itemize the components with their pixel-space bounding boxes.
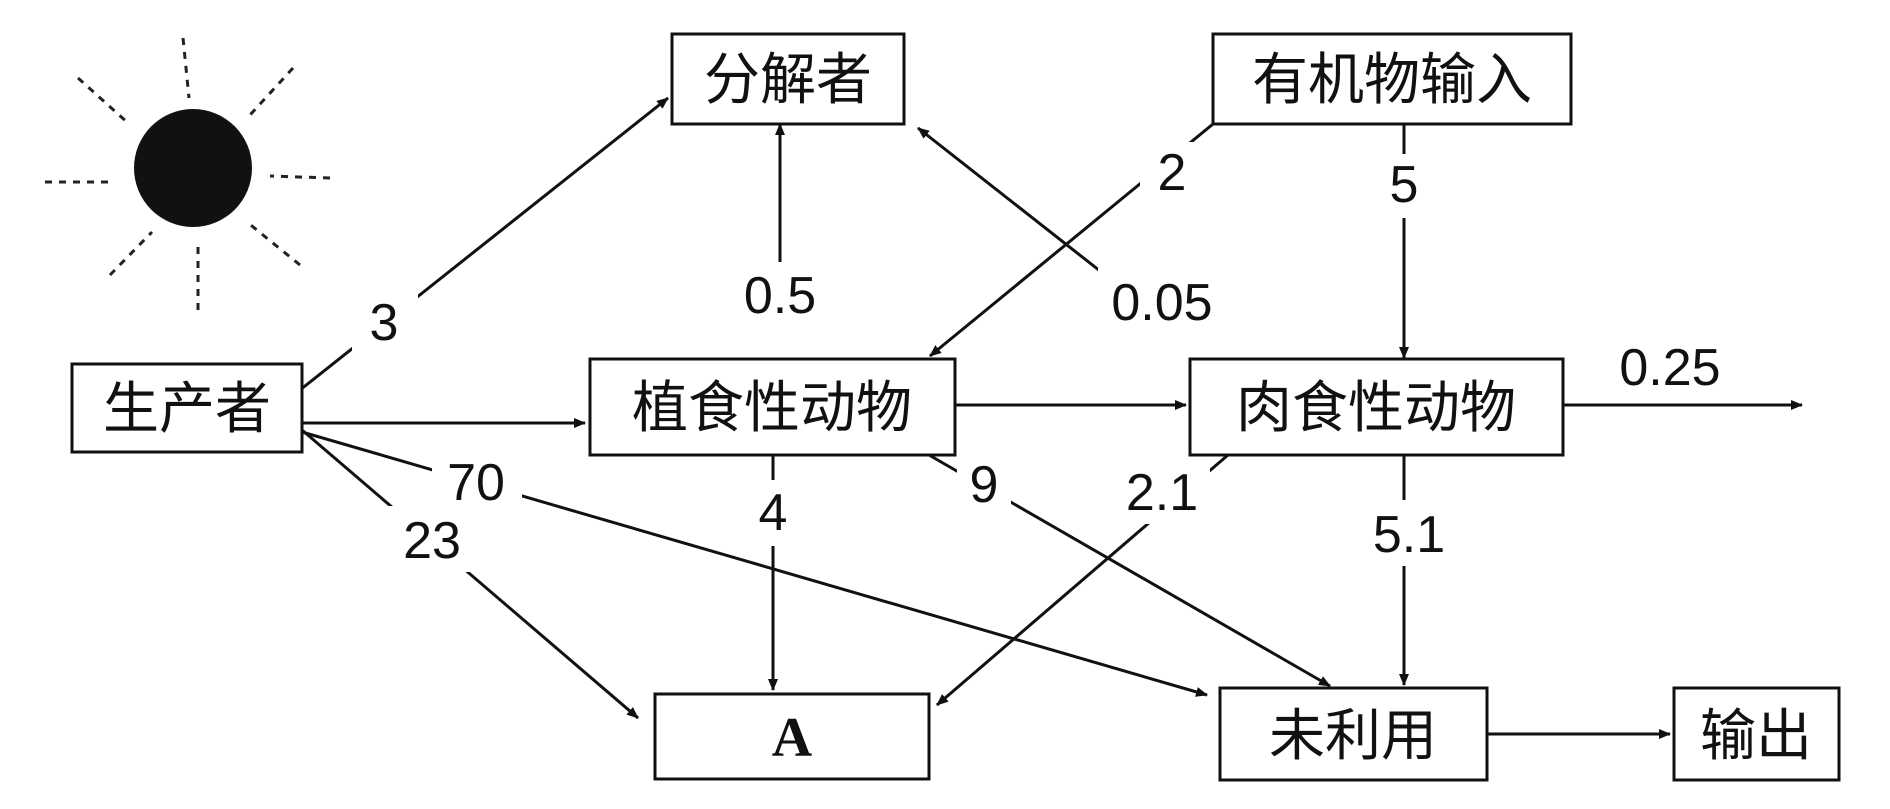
label-organic-to-carnivore: 5 [1390, 156, 1419, 214]
label-carnivore-to-a: 2.1 [1126, 464, 1198, 522]
node-output-label: 输出 [1700, 704, 1812, 769]
label-carnivore-out: 0.25 [1619, 339, 1720, 397]
node-organic-input-label: 有机物输入 [1252, 48, 1532, 113]
node-carnivore-label: 肉食性动物 [1236, 376, 1516, 441]
edge-carnivore-to-decomposer [917, 126, 1110, 280]
node-producer: 生产者 [70, 362, 304, 454]
label-carnivore-to-decomposer: 0.05 [1111, 274, 1212, 332]
node-output: 输出 [1672, 686, 1841, 782]
label-carnivore-to-unused: 5.1 [1373, 506, 1445, 564]
node-unused: 未利用 [1218, 686, 1489, 782]
node-herbivore-label: 植食性动物 [632, 376, 912, 441]
label-herbivore-to-unused: 9 [970, 456, 999, 514]
node-herbivore: 植食性动物 [588, 357, 957, 457]
edge-labels: 3 0.5 0.05 2 5 0.25 4 23 70 9 2.1 5.1 [370, 144, 1721, 570]
node-unused-label: 未利用 [1269, 704, 1437, 769]
node-organic-input: 有机物输入 [1211, 32, 1573, 126]
label-producer-to-decomposer: 3 [370, 294, 399, 352]
edge-producer-to-a [301, 428, 639, 720]
edges [299, 96, 1803, 739]
label-producer-to-a: 23 [403, 512, 461, 570]
node-a: A [653, 692, 931, 781]
node-decomposer-label: 分解者 [704, 48, 872, 113]
node-a-label: A [772, 707, 813, 769]
node-producer-label: 生产者 [103, 377, 271, 442]
label-herbivore-to-decomposer: 0.5 [744, 267, 816, 325]
sun-icon [45, 37, 331, 310]
node-decomposer: 分解者 [670, 32, 906, 126]
label-herbivore-to-a: 4 [759, 484, 788, 542]
label-producer-to-unused: 70 [447, 454, 505, 512]
label-organic-to-herbivore: 2 [1158, 144, 1187, 202]
node-carnivore: 肉食性动物 [1188, 357, 1565, 457]
